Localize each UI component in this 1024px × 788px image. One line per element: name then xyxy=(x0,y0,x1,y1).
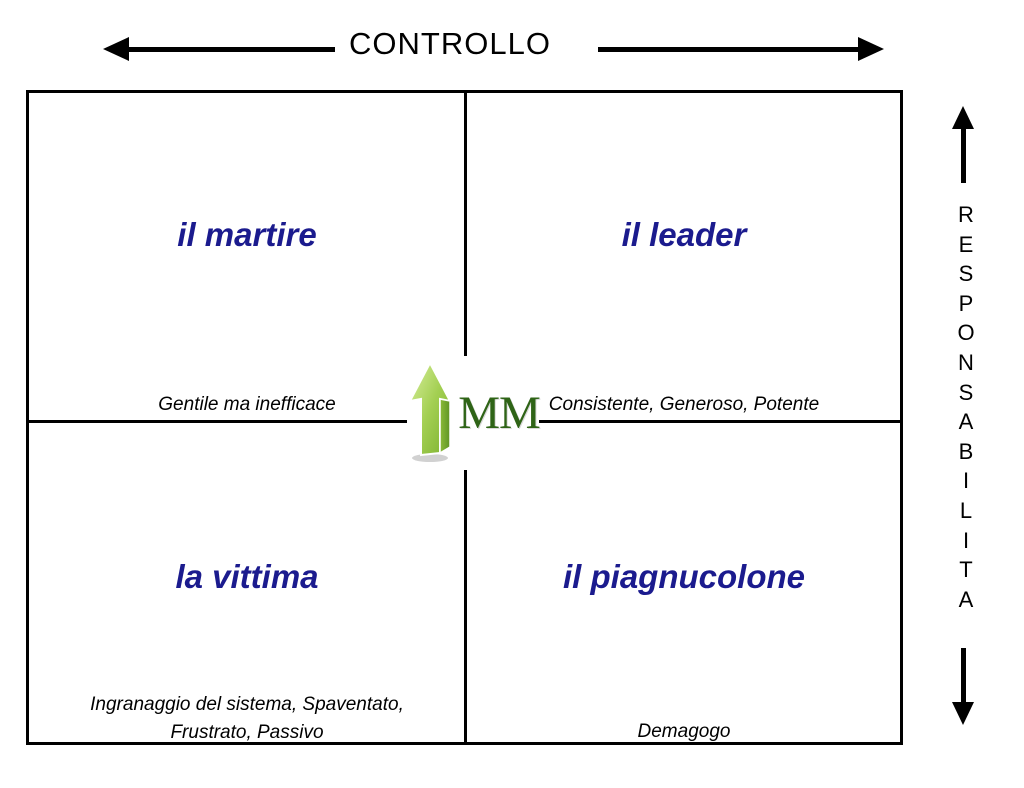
quadrant-top-right-title: il leader xyxy=(621,216,747,253)
center-logo: MM xyxy=(406,356,541,470)
horizontal-axis-label: CONTROLLO xyxy=(349,26,551,61)
arrow-right-icon xyxy=(858,37,884,61)
axis-letter: R xyxy=(958,202,974,227)
subtitle-line-2: Frustrato, Passivo xyxy=(170,722,324,743)
vertical-axis-label: R E S P O N S A B I L I T A xyxy=(946,200,986,614)
axis-letter: O xyxy=(957,320,975,346)
quadrant-bottom-left-title: la vittima xyxy=(175,558,319,595)
quadrant-bottom-right-title: il piagnucolone xyxy=(562,558,805,595)
logo-text: MM xyxy=(458,386,541,439)
axis-letter: B xyxy=(958,438,974,464)
arrow-up-shaft xyxy=(961,127,966,183)
axis-letter: S xyxy=(958,379,974,405)
axis-letter: L xyxy=(959,497,973,523)
arrow-right-shaft xyxy=(598,47,860,52)
axis-letter: S xyxy=(958,261,974,287)
quadrant-top-left-title: il martire xyxy=(177,216,317,253)
arrow-up-icon xyxy=(952,106,974,129)
axis-letter: N xyxy=(958,349,974,375)
axis-letter: A xyxy=(958,586,974,612)
subtitle-line-1: Ingranaggio del sistema, Spaventato, xyxy=(90,694,404,715)
axis-letter: A xyxy=(958,409,974,435)
axis-letter: I xyxy=(962,468,970,494)
quadrant-bottom-right-subtitle: Demagogo xyxy=(637,721,731,742)
quadrant-top-left-subtitle: Gentile ma inefficace xyxy=(158,394,336,415)
matrix-box: il martire il leader Gentile ma ineffica… xyxy=(26,90,903,745)
axis-letter: T xyxy=(959,557,973,583)
arrow-left-shaft xyxy=(127,47,335,52)
quadrant-bottom-left-subtitle: Ingranaggio del sistema, Spaventato, Fru… xyxy=(29,691,465,747)
arrow-down-shaft xyxy=(961,648,966,704)
arrow-left-icon xyxy=(103,37,129,61)
axis-letter: I xyxy=(962,527,970,553)
axis-letter: P xyxy=(958,290,974,316)
arrow-down-icon xyxy=(952,702,974,725)
growth-arrow-icon xyxy=(406,359,456,468)
quadrant-top-right-subtitle: Consistente, Generoso, Potente xyxy=(548,394,820,415)
axis-letter: E xyxy=(958,231,974,257)
